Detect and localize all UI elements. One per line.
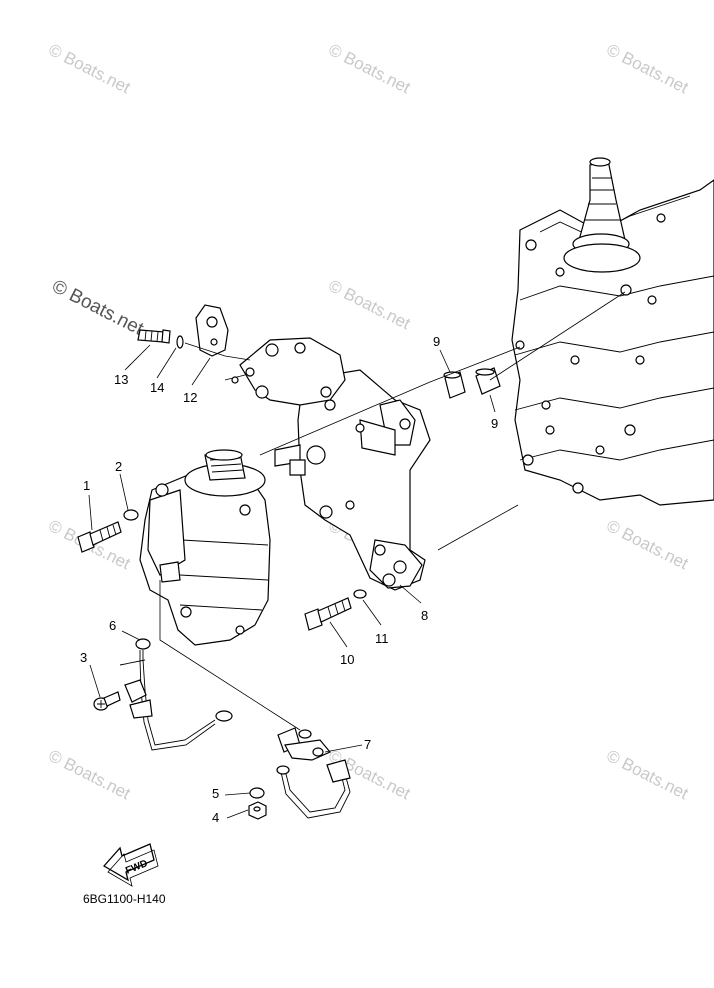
electrical-bracket	[224, 337, 346, 406]
callout-11: 11	[375, 631, 389, 646]
starter-motor	[139, 449, 271, 646]
starter-lead-wire	[119, 638, 233, 751]
callout-4: 4	[212, 810, 219, 825]
callout-7: 7	[364, 737, 371, 752]
bolt	[304, 597, 352, 631]
callout-5: 5	[212, 786, 219, 801]
diagram-code: 6BG1100-H140	[83, 892, 166, 906]
callout-3: 3	[80, 650, 87, 665]
callout-8: 8	[421, 608, 428, 623]
callout-1: 1	[83, 478, 90, 493]
bracket	[274, 364, 431, 591]
washer	[123, 509, 139, 521]
callout-6: 6	[109, 618, 116, 633]
callout-2: 2	[115, 459, 122, 474]
callout-9: 9	[491, 416, 498, 431]
battery-lead-wire	[276, 727, 351, 819]
collar	[443, 367, 501, 399]
washer	[353, 589, 367, 599]
callout-9: 9	[433, 334, 440, 349]
screw	[93, 691, 121, 711]
washer	[176, 335, 184, 349]
engine-block	[511, 157, 714, 506]
bolt	[77, 521, 122, 553]
callout-10: 10	[340, 652, 354, 667]
callout-13: 13	[114, 372, 128, 387]
fwd-arrow-icon: FWD	[102, 843, 159, 887]
nut	[248, 801, 267, 820]
screw	[137, 329, 171, 344]
plate	[195, 304, 229, 357]
callout-14: 14	[150, 380, 164, 395]
washer	[249, 787, 265, 799]
callout-12: 12	[183, 390, 197, 405]
